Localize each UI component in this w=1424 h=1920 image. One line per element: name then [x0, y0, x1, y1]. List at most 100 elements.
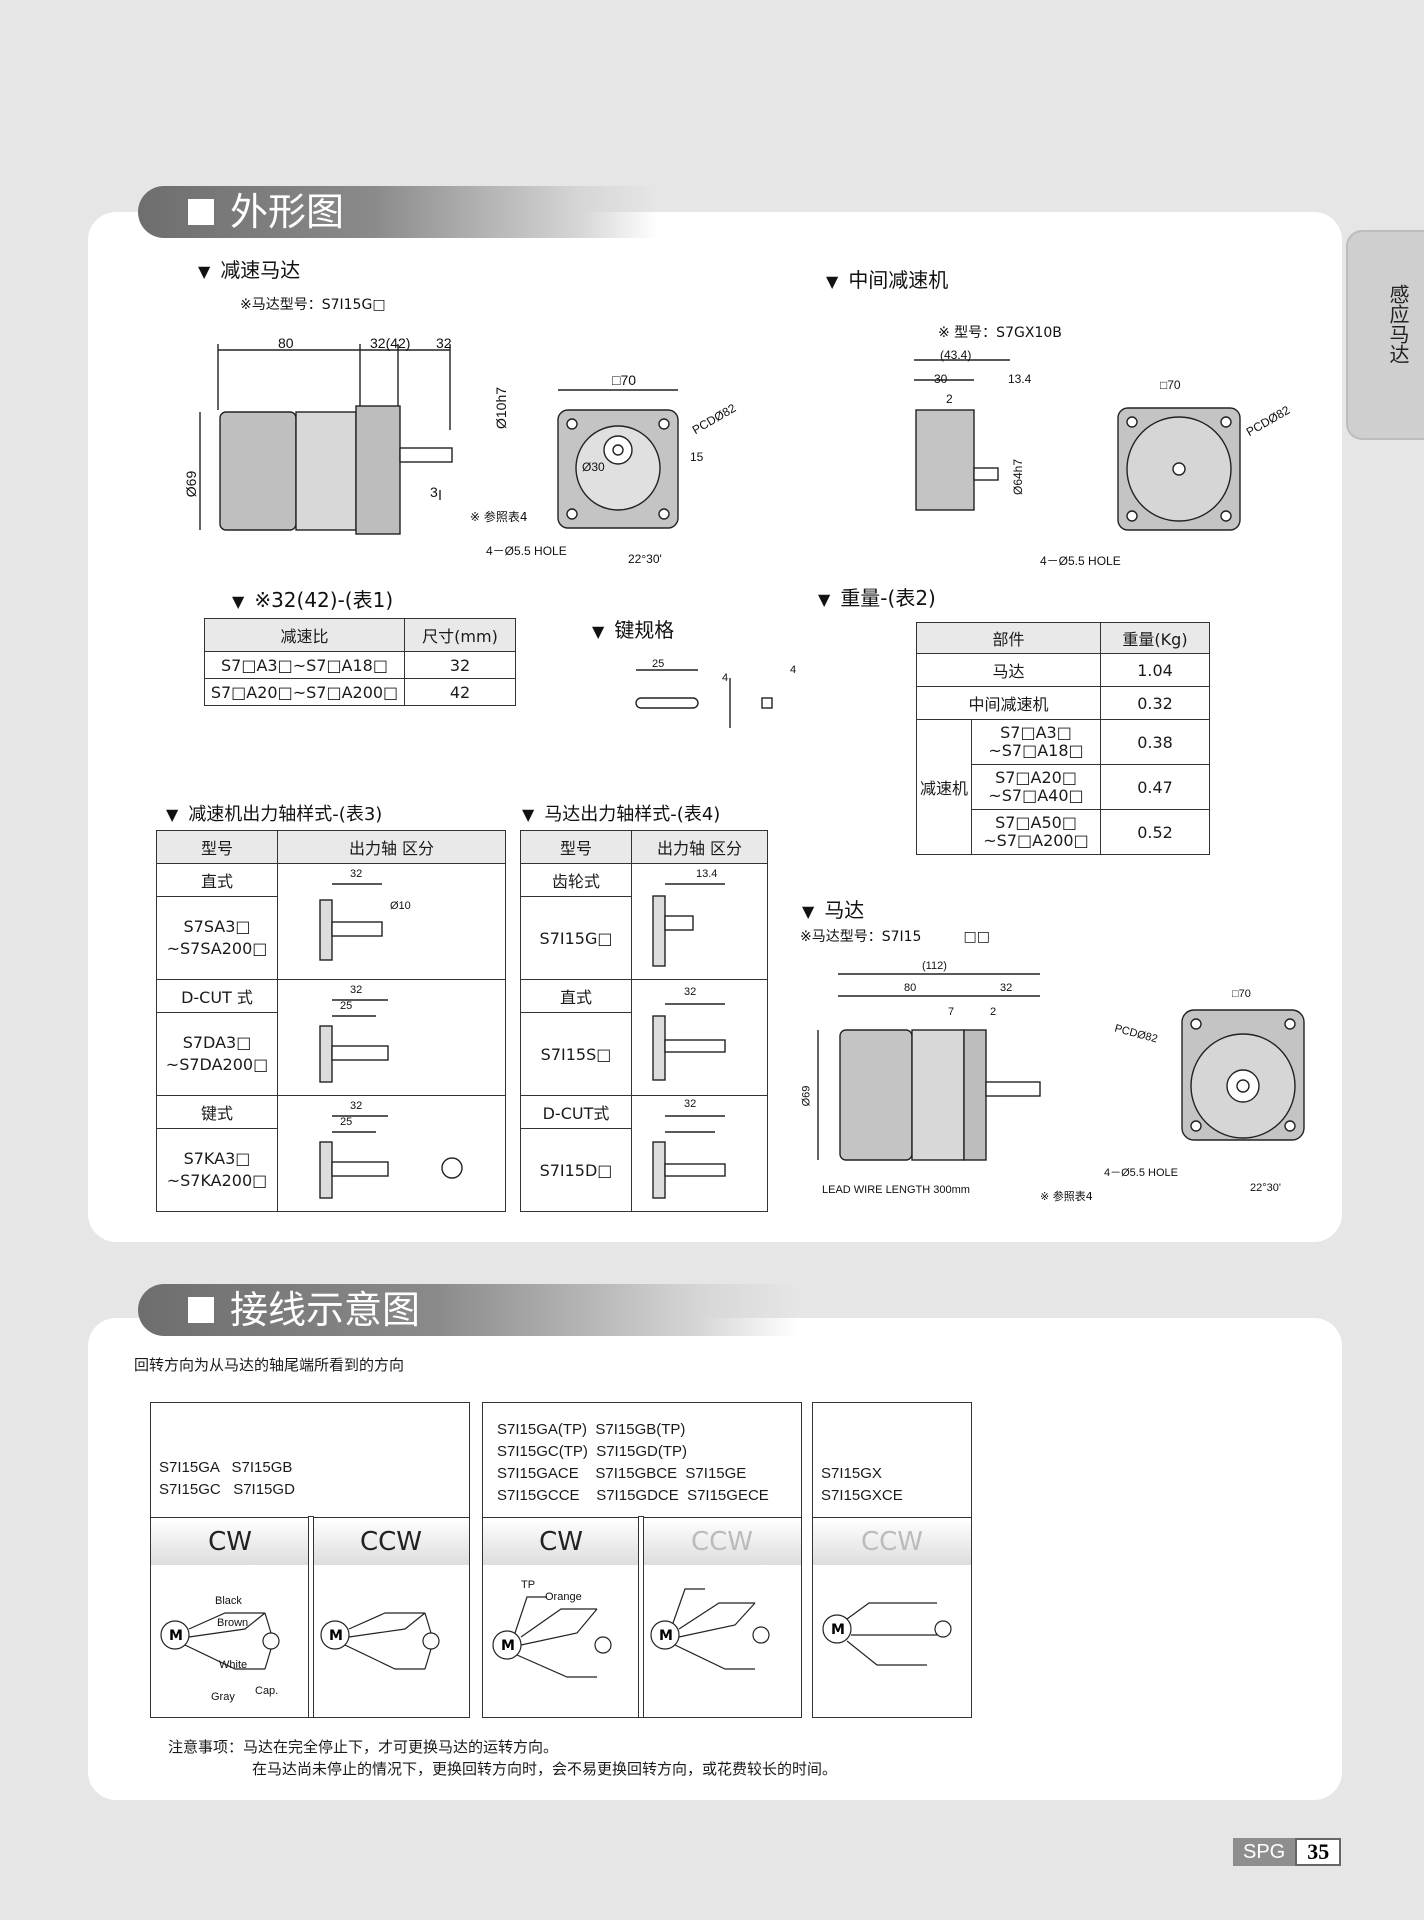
motor-dim-80: 80 — [904, 982, 917, 994]
table1-header-size: 尺寸(mm) — [404, 618, 516, 652]
wiring-box-2-models: S7I15GA(TP) S7I15GB(TP) S7I15GC(TP) S7I1… — [497, 1421, 769, 1504]
dim-square-70: □70 — [612, 372, 637, 388]
ccw-label-3: CCW — [813, 1519, 971, 1565]
dim-30-mid: 30 — [934, 372, 948, 386]
dim-angle: 22°30' — [628, 552, 662, 566]
header-square-icon — [188, 1297, 214, 1323]
wiring-box-3: S7I15GX S7I15GXCE CCW M — [812, 1402, 972, 1718]
gear-motor-model-note: ※马达型号：S7I15G□ — [240, 297, 386, 313]
cw-label-2: CW — [483, 1519, 639, 1565]
ref-table4: ※ 参照表4 — [470, 510, 528, 524]
motor-dim-square: □70 — [1232, 988, 1251, 1000]
key-dim-25: 25 — [652, 658, 665, 670]
wiring-box-2: S7I15GA(TP) S7I15GB(TP) S7I15GC(TP) S7I1… — [482, 1402, 802, 1718]
motor-front-drawing — [1181, 1009, 1305, 1141]
table-row: 减速机 S7□A3□~S7□A18□ 0.38 — [916, 719, 1210, 855]
wire-label-brown: Brown — [217, 1617, 249, 1629]
motor-dim-69: Ø69 — [800, 1085, 813, 1107]
dim-32: 32 — [436, 335, 452, 351]
motor-dim-2: 2 — [990, 1006, 997, 1018]
key-dim-4b: 4 — [790, 664, 797, 676]
mid-gearbox-model-note: ※ 型号：S7GX10B — [938, 325, 1062, 341]
table-row: S7I15S□ — [520, 1012, 768, 1096]
table-row: S7□A50□~S7□A200□ 0.52 — [917, 809, 1210, 855]
table-row: S7SA3□~S7SA200□ — [156, 896, 506, 980]
wiring-section-header: 接线示意图 — [138, 1284, 798, 1336]
side-tab-label: 感应马达 — [1386, 284, 1410, 364]
table-row: S7KA3□~S7KA200□ — [156, 1128, 506, 1212]
gear-motor-heading: ▼减速马达 — [198, 258, 301, 282]
notes-line1: 注意事项：马达在完全停止下，才可更换马达的运转方向。 — [168, 1738, 559, 1756]
dim-32-42: 32(42) — [370, 335, 411, 351]
wiring-diagram-cw-2: M — [492, 1596, 612, 1678]
motor-straight-shaft-icon — [651, 1002, 726, 1081]
key-spec-heading: ▼键规格 — [592, 618, 675, 642]
wiring-diagram-3: M — [822, 1602, 952, 1666]
straight-shaft-icon — [318, 882, 383, 961]
dim-64: Ø64h7 — [1011, 458, 1026, 496]
page-number: SPG 35 — [1233, 1838, 1342, 1866]
side-tab[interactable]: 感应马达 — [1346, 230, 1424, 440]
table3: 型号 出力轴 区分 直式 32 Ø10 S7SA3□~S7SA200□ D-CU… — [156, 830, 506, 1212]
page-number-value: 35 — [1295, 1838, 1342, 1866]
motor-lead-wire: LEAD WIRE LENGTH 300mm — [822, 1184, 970, 1196]
table-row: S7□A3□~S7□A18□32 — [204, 651, 516, 679]
table4: 型号 出力轴 区分 齿轮式 13.4 S7I15G□ 直式 32 S7I15S□… — [520, 830, 768, 1212]
table-row: S7I15G□ — [520, 896, 768, 980]
gear-motor-drawing — [199, 344, 453, 535]
wire-label-white: White — [219, 1659, 248, 1671]
table3-header-shaft: 出力轴 区分 — [277, 830, 506, 864]
motor-dim-112: (112) — [922, 960, 947, 972]
wiring-intro: 回转方向为从马达的轴尾端所看到的方向 — [134, 1356, 405, 1374]
gear-shaft-icon — [651, 882, 725, 967]
gear-motor-front-drawing — [557, 389, 679, 529]
key-spec-drawing — [635, 669, 773, 728]
key-shaft-icon — [318, 1114, 463, 1199]
outline-section-header: 外形图 — [138, 186, 658, 238]
wiring-title: 接线示意图 — [230, 1288, 421, 1332]
dim-80: 80 — [278, 335, 294, 351]
table-row: 直式 32 Ø10 — [156, 863, 506, 980]
ccw-label: CCW — [313, 1519, 469, 1565]
table-row: 直式 32 — [520, 979, 768, 1096]
wiring-diagram-ccw-2: M — [650, 1588, 770, 1670]
table1-heading: ▼※32(42)-(表1) — [232, 588, 394, 612]
brand-label: SPG — [1233, 1838, 1296, 1866]
key-dim-4a: 4 — [722, 672, 729, 684]
notes-line2: 在马达尚未停止的情况下，更换回转方向时，会不易更换回转方向，或花费较长的时间。 — [252, 1760, 838, 1778]
motor-drawing — [817, 973, 1041, 1161]
dim-69: Ø69 — [183, 470, 200, 498]
wiring-diagram-ccw-1: M — [320, 1612, 440, 1670]
mid-gearbox-front-drawing — [1117, 407, 1241, 531]
motor-dim-angle: 22°30' — [1250, 1182, 1281, 1194]
table-row: D-CUT式 32 — [520, 1095, 768, 1212]
svg-text:M: M — [659, 1628, 673, 1644]
motor-dim-hole: 4－Ø5.5 HOLE — [1104, 1167, 1178, 1179]
wiring-box-1: S7I15GA S7I15GB S7I15GC S7I15GD CW CCW M… — [150, 1402, 470, 1718]
svg-text:M: M — [169, 1628, 183, 1644]
cw-label: CW — [151, 1519, 309, 1565]
table2-header-weight: 重量(Kg) — [1100, 622, 1210, 654]
dim-43-4: (43.4) — [940, 348, 972, 362]
ccw-label-2: CCW — [643, 1519, 801, 1565]
motor-dim-7: 7 — [948, 1006, 955, 1018]
dim-hole-mid: 4－Ø5.5 HOLE — [1040, 554, 1121, 568]
mid-gearbox-heading: ▼中间减速机 — [826, 268, 949, 292]
svg-text:M: M — [329, 1628, 343, 1644]
dim-hole: 4－Ø5.5 HOLE — [486, 544, 567, 558]
table2-header-part: 部件 — [916, 622, 1101, 654]
wire-label-cap: Cap. — [255, 1685, 279, 1697]
dim-2-mid: 2 — [946, 392, 953, 406]
mid-gearbox-drawing — [914, 359, 1010, 511]
table-row: S7DA3□~S7DA200□ — [156, 1012, 506, 1096]
motor-dcut-shaft-icon — [651, 1114, 726, 1199]
table-row: S7□A20□~S7□A200□42 — [204, 678, 516, 706]
header-square-icon — [188, 199, 214, 225]
wiring-box-3-models: S7I15GX S7I15GXCE — [821, 1465, 903, 1504]
table-row: D-CUT 式 32 25 — [156, 979, 506, 1096]
table1: 减速比 尺寸(mm) S7□A3□~S7□A18□32 S7□A20□~S7□A… — [204, 618, 516, 706]
dim-13-4: 13.4 — [1008, 372, 1032, 386]
dcut-shaft-icon — [318, 998, 389, 1083]
